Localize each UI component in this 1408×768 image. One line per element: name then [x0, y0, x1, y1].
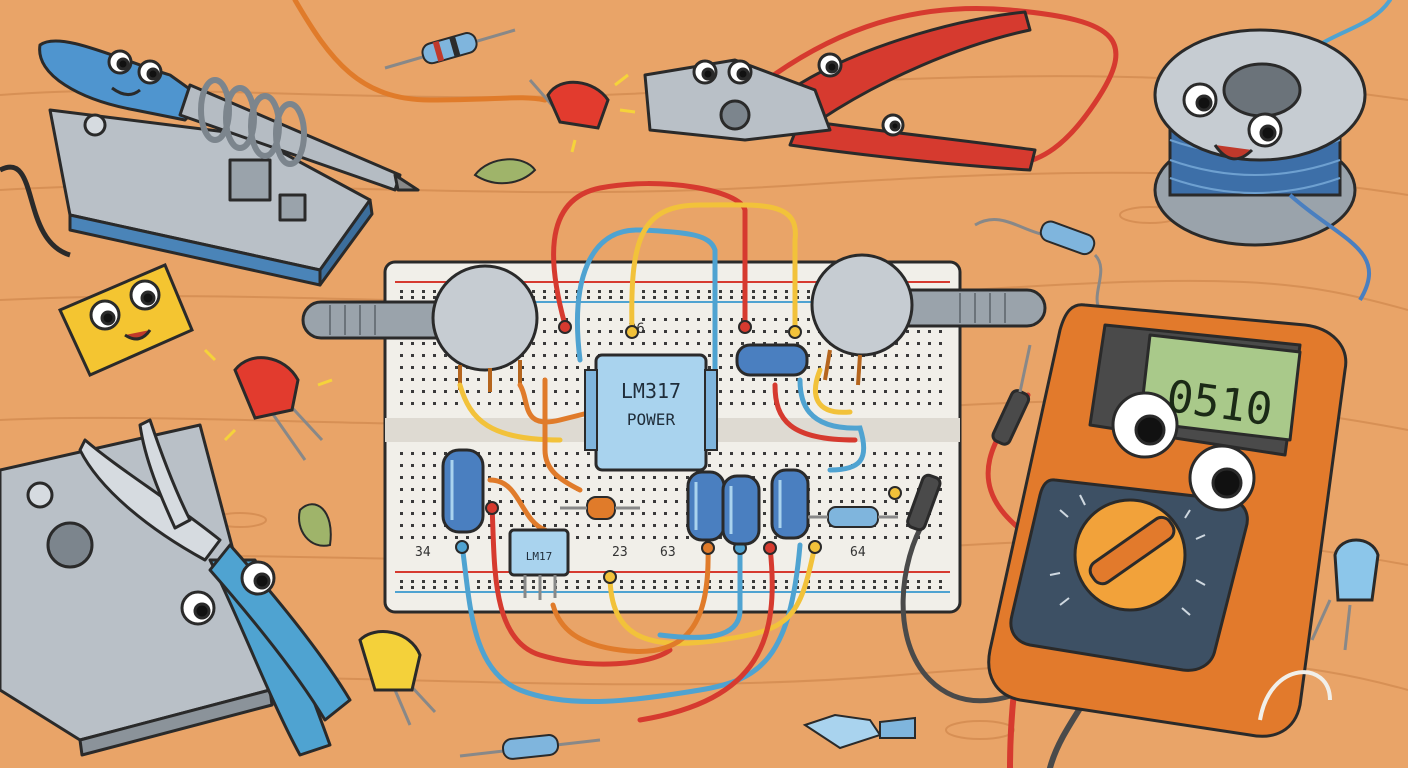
resistor-bottom: [459, 734, 601, 760]
resistor-top: [384, 28, 516, 70]
yellow-component: [57, 263, 194, 377]
soldering-iron-station: [0, 39, 420, 287]
small-regulator-chip: LM17: [508, 528, 570, 600]
jumper-wires: [457, 181, 867, 723]
red-led-left: [203, 348, 333, 461]
blue-led: [1310, 538, 1380, 651]
leaves: [298, 158, 537, 547]
regulator-label-line2: POWER: [627, 410, 676, 429]
wire-ends: [455, 320, 902, 584]
small-chip-label: LM17: [526, 550, 553, 563]
crimping-pliers: [643, 10, 1037, 172]
lm317-regulator: LM317 POWER: [584, 353, 718, 472]
potentiometer-left: [301, 264, 539, 392]
col-number-3: 63: [660, 545, 676, 560]
connector-bottom: [802, 713, 916, 750]
col-number-4: 64: [850, 545, 866, 560]
col-number-2: 23: [612, 545, 628, 560]
multimeter-dial-ticks: [1049, 494, 1206, 616]
wire-stripper-tool: [0, 418, 352, 757]
regulator-label-line1: LM317: [621, 379, 681, 403]
potentiometer-right: [810, 253, 1047, 386]
yellow-led: [358, 630, 437, 726]
loose-wire-bottom-right: [1258, 670, 1332, 721]
solder-wire-spool: [1153, 28, 1372, 302]
col-number-1: 34: [415, 545, 431, 560]
capacitor-highlights: [450, 460, 782, 534]
multimeter: [987, 303, 1348, 738]
red-led-top: [528, 73, 636, 153]
resistor-right: [974, 218, 1103, 311]
board-resistors: [560, 496, 898, 528]
